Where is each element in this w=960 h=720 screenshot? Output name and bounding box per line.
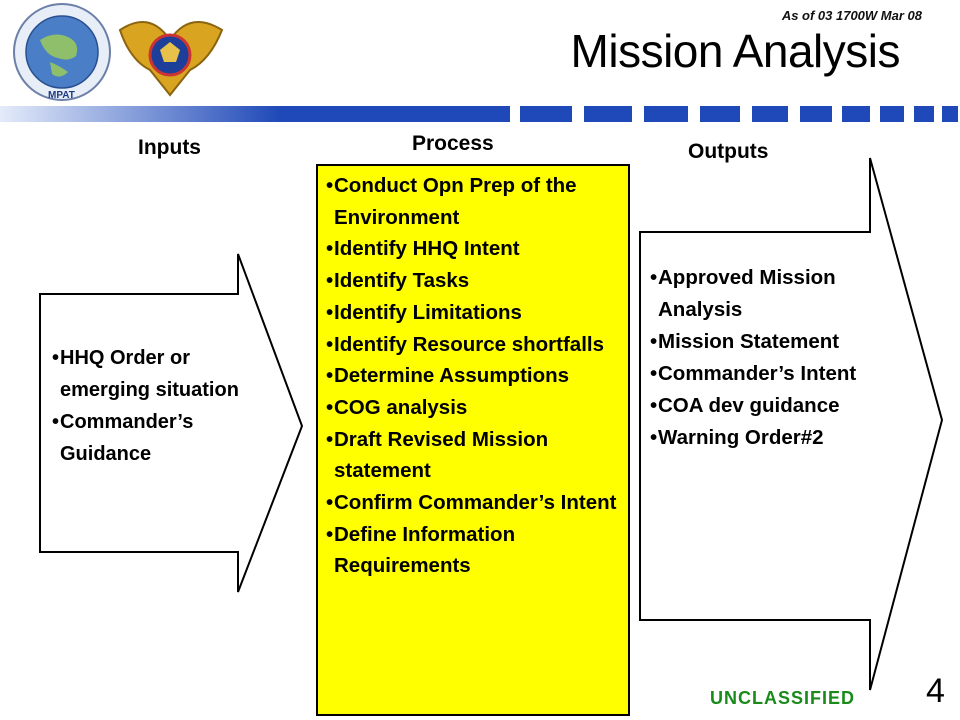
process-item: Determine Assumptions: [326, 360, 626, 392]
process-item: COG analysis: [326, 392, 626, 424]
process-item: Draft Revised Mission statement: [326, 424, 626, 487]
process-item: Identify Tasks: [326, 265, 626, 297]
mpat-globe-logo-icon: MPAT: [13, 3, 111, 101]
outputs-heading: Outputs: [688, 140, 769, 163]
process-list: Conduct Opn Prep of the Environment Iden…: [326, 170, 626, 582]
process-item: Identify HHQ Intent: [326, 233, 626, 265]
outputs-item: Commander’s Intent: [650, 358, 870, 390]
inputs-item: HHQ Order or emerging situation: [52, 342, 252, 406]
eagle-emblem-icon: [118, 21, 224, 97]
outputs-item: Mission Statement: [650, 326, 870, 358]
inputs-list: HHQ Order or emerging situation Commande…: [52, 342, 252, 470]
process-item: Define Information Requirements: [326, 519, 626, 582]
page-number: 4: [926, 672, 945, 710]
process-item: Conduct Opn Prep of the Environment: [326, 170, 626, 233]
logo-abbrev-text: MPAT: [48, 90, 75, 101]
outputs-item: COA dev guidance: [650, 390, 870, 422]
outputs-item: Warning Order#2: [650, 422, 870, 454]
inputs-item: Commander’s Guidance: [52, 406, 252, 470]
process-heading: Process: [412, 132, 494, 155]
logo-area: MPAT: [13, 3, 224, 101]
process-item: Identify Limitations: [326, 297, 626, 329]
classification-label: UNCLASSIFIED: [710, 688, 856, 708]
page-title: Mission Analysis: [570, 25, 901, 77]
process-item: Confirm Commander’s Intent: [326, 487, 626, 519]
outputs-item: Approved Mission Analysis: [650, 262, 870, 326]
timestamp: As of 03 1700W Mar 08: [781, 8, 922, 23]
outputs-list: Approved Mission Analysis Mission Statem…: [650, 262, 870, 454]
process-item: Identify Resource shortfalls: [326, 329, 626, 361]
inputs-heading: Inputs: [138, 136, 201, 159]
title-divider-bar: [0, 106, 958, 122]
